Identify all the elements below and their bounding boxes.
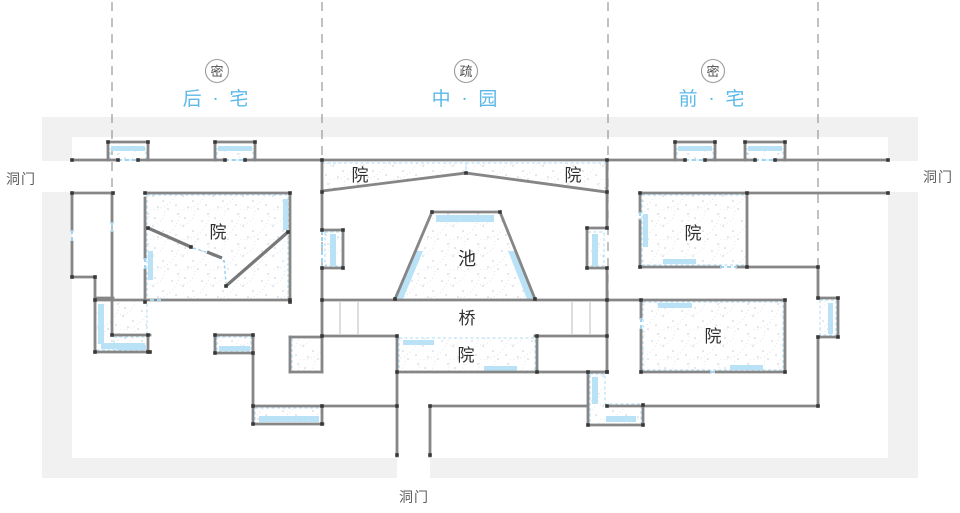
- section-headers: 密 后 · 宅 疏 中 · 园 密 前 · 宅: [183, 58, 748, 110]
- room-label-courtyard-mid-left: 院: [352, 166, 369, 185]
- room-label-bridge: 桥: [459, 309, 476, 328]
- seal-circle-rear: [204, 58, 230, 84]
- diagonal-screen-walls: [147, 226, 290, 288]
- room-label-pond: 池: [458, 249, 476, 269]
- seal-circle-mid: [453, 58, 479, 84]
- walls: [70, 140, 890, 458]
- water-accent-bands: [98, 146, 833, 422]
- room-label-courtyard-mid-right: 院: [565, 166, 582, 185]
- wall-junction-dots: [70, 140, 890, 457]
- bridge-rails: [339, 302, 591, 334]
- seal-front: 密: [706, 64, 719, 79]
- courtyard-textures: [95, 148, 837, 425]
- gate-slot-right: [888, 161, 918, 192]
- room-label-courtyard-front-upper: 院: [685, 224, 702, 243]
- gate-slot-left: [42, 161, 72, 192]
- room-label-courtyard-mid-lower: 院: [458, 346, 475, 365]
- seal-circle-front: [700, 58, 726, 84]
- gate-slot-bottom: [397, 456, 430, 478]
- section-title-mid: 中 · 园: [432, 88, 501, 110]
- room-label-courtyard-rear: 院: [210, 223, 227, 242]
- seal-mid: 疏: [459, 64, 472, 79]
- seal-rear: 密: [210, 64, 223, 79]
- room-label-courtyard-front-lower: 院: [705, 327, 722, 346]
- gate-label-bottom: 洞门: [399, 490, 429, 506]
- section-title-rear: 后 · 宅: [183, 88, 252, 110]
- section-title-front: 前 · 宅: [679, 88, 748, 110]
- door-openings: [71, 159, 775, 373]
- gate-label-right: 洞门: [923, 170, 953, 186]
- gate-label-left: 洞门: [6, 172, 36, 188]
